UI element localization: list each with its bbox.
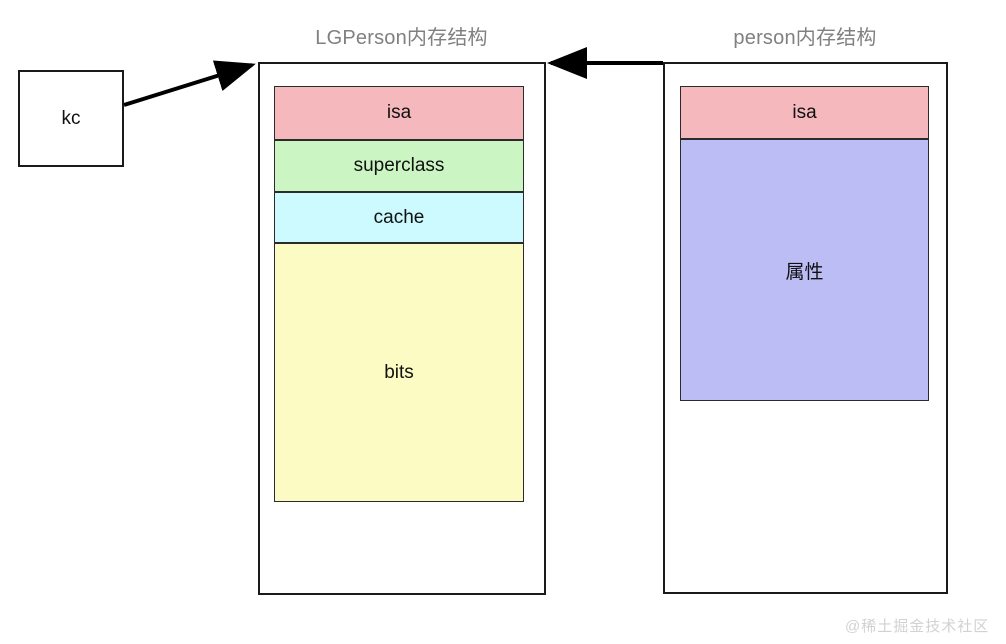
person-diagram-title: person内存结构: [733, 27, 877, 49]
lgperson-block-cache: cache: [274, 192, 524, 243]
lgperson-block-isa-label: isa: [386, 102, 412, 123]
site-watermark: @稀土掘金技术社区: [845, 618, 990, 635]
person-block-properties: 属性: [680, 139, 929, 401]
lgperson-block-superclass: superclass: [274, 140, 524, 192]
kc-label: kc: [61, 107, 81, 129]
person-block-isa-label: isa: [792, 101, 817, 123]
lgperson-block-bits: bits: [274, 243, 524, 502]
lgperson-block-isa: isa: [274, 86, 524, 140]
kc-pointer-box: kc: [18, 70, 124, 167]
lgperson-diagram-title: LGPerson内存结构: [315, 27, 488, 49]
lgperson-block-superclass-label: superclass: [353, 155, 445, 176]
lgperson-block-bits-label: bits: [384, 361, 414, 383]
arrow-kc-to-lgperson: [123, 60, 256, 107]
person-block-isa: isa: [680, 86, 929, 139]
lgperson-block-cache-label: cache: [373, 206, 425, 228]
person-block-properties-label: 属性: [785, 261, 824, 283]
